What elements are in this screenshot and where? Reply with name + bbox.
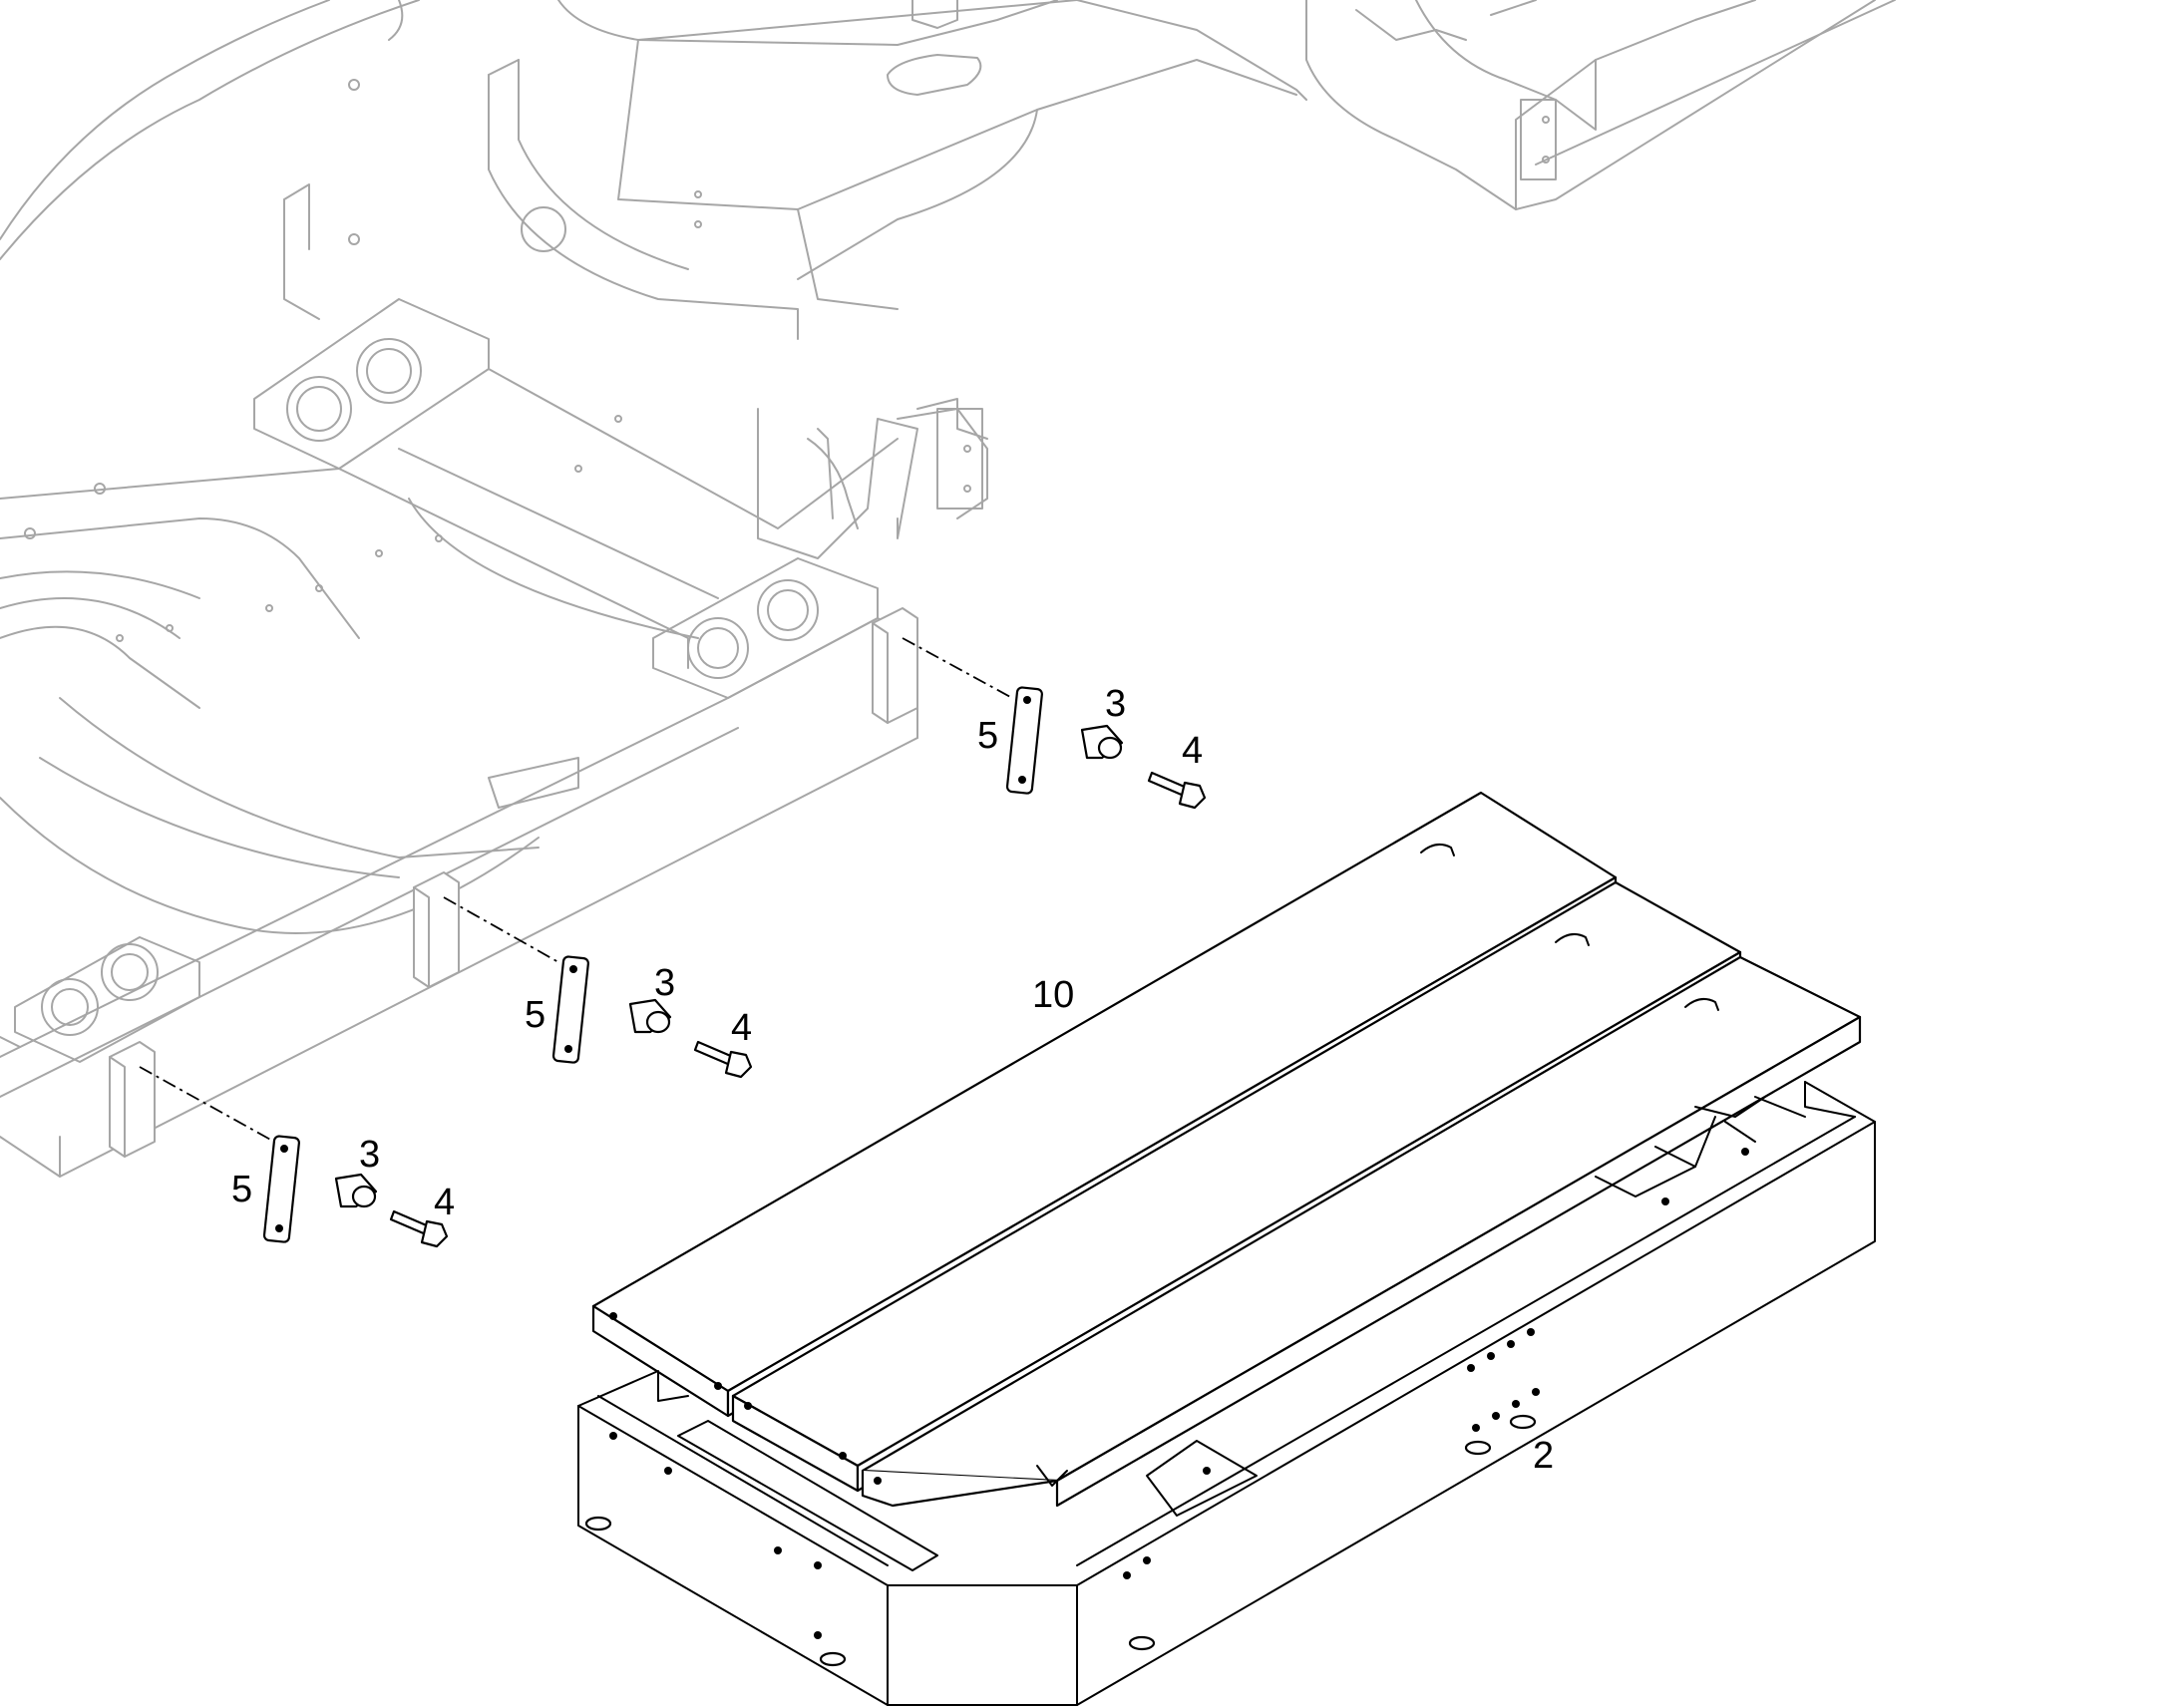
plate-part-5-lower (262, 1135, 300, 1243)
callout-4-middle: 4 (731, 1007, 752, 1049)
spacer-part-3-middle (628, 998, 672, 1034)
callout-3-lower: 3 (359, 1134, 380, 1176)
callout-4-upper: 4 (1182, 730, 1203, 772)
panel-assembly-part-10 (591, 791, 1862, 1508)
base-tray-part-2 (577, 1081, 1876, 1706)
callout-4-lower: 4 (434, 1182, 455, 1223)
alignment-centerlines (139, 637, 1013, 1143)
callout-5-lower: 5 (231, 1169, 252, 1210)
callout-labels: 5 3 4 5 3 4 5 3 4 10 2 (231, 683, 1554, 1477)
bolt-part-4-lower (389, 1209, 449, 1248)
callout-5-upper: 5 (977, 715, 998, 757)
spacer-part-3-upper (1080, 724, 1124, 760)
plate-part-5-middle (551, 955, 589, 1064)
plate-part-5-upper (1005, 686, 1043, 795)
callout-3-middle: 3 (654, 962, 675, 1004)
bolt-part-4-middle (693, 1040, 753, 1079)
callout-5-middle: 5 (525, 994, 545, 1036)
bolt-part-4-upper (1147, 771, 1207, 810)
callout-3-upper: 3 (1105, 683, 1126, 725)
chassis-frame (0, 0, 1896, 1178)
callout-2: 2 (1533, 1435, 1554, 1477)
callout-10: 10 (1032, 974, 1074, 1016)
spacer-part-3-lower (334, 1173, 378, 1208)
